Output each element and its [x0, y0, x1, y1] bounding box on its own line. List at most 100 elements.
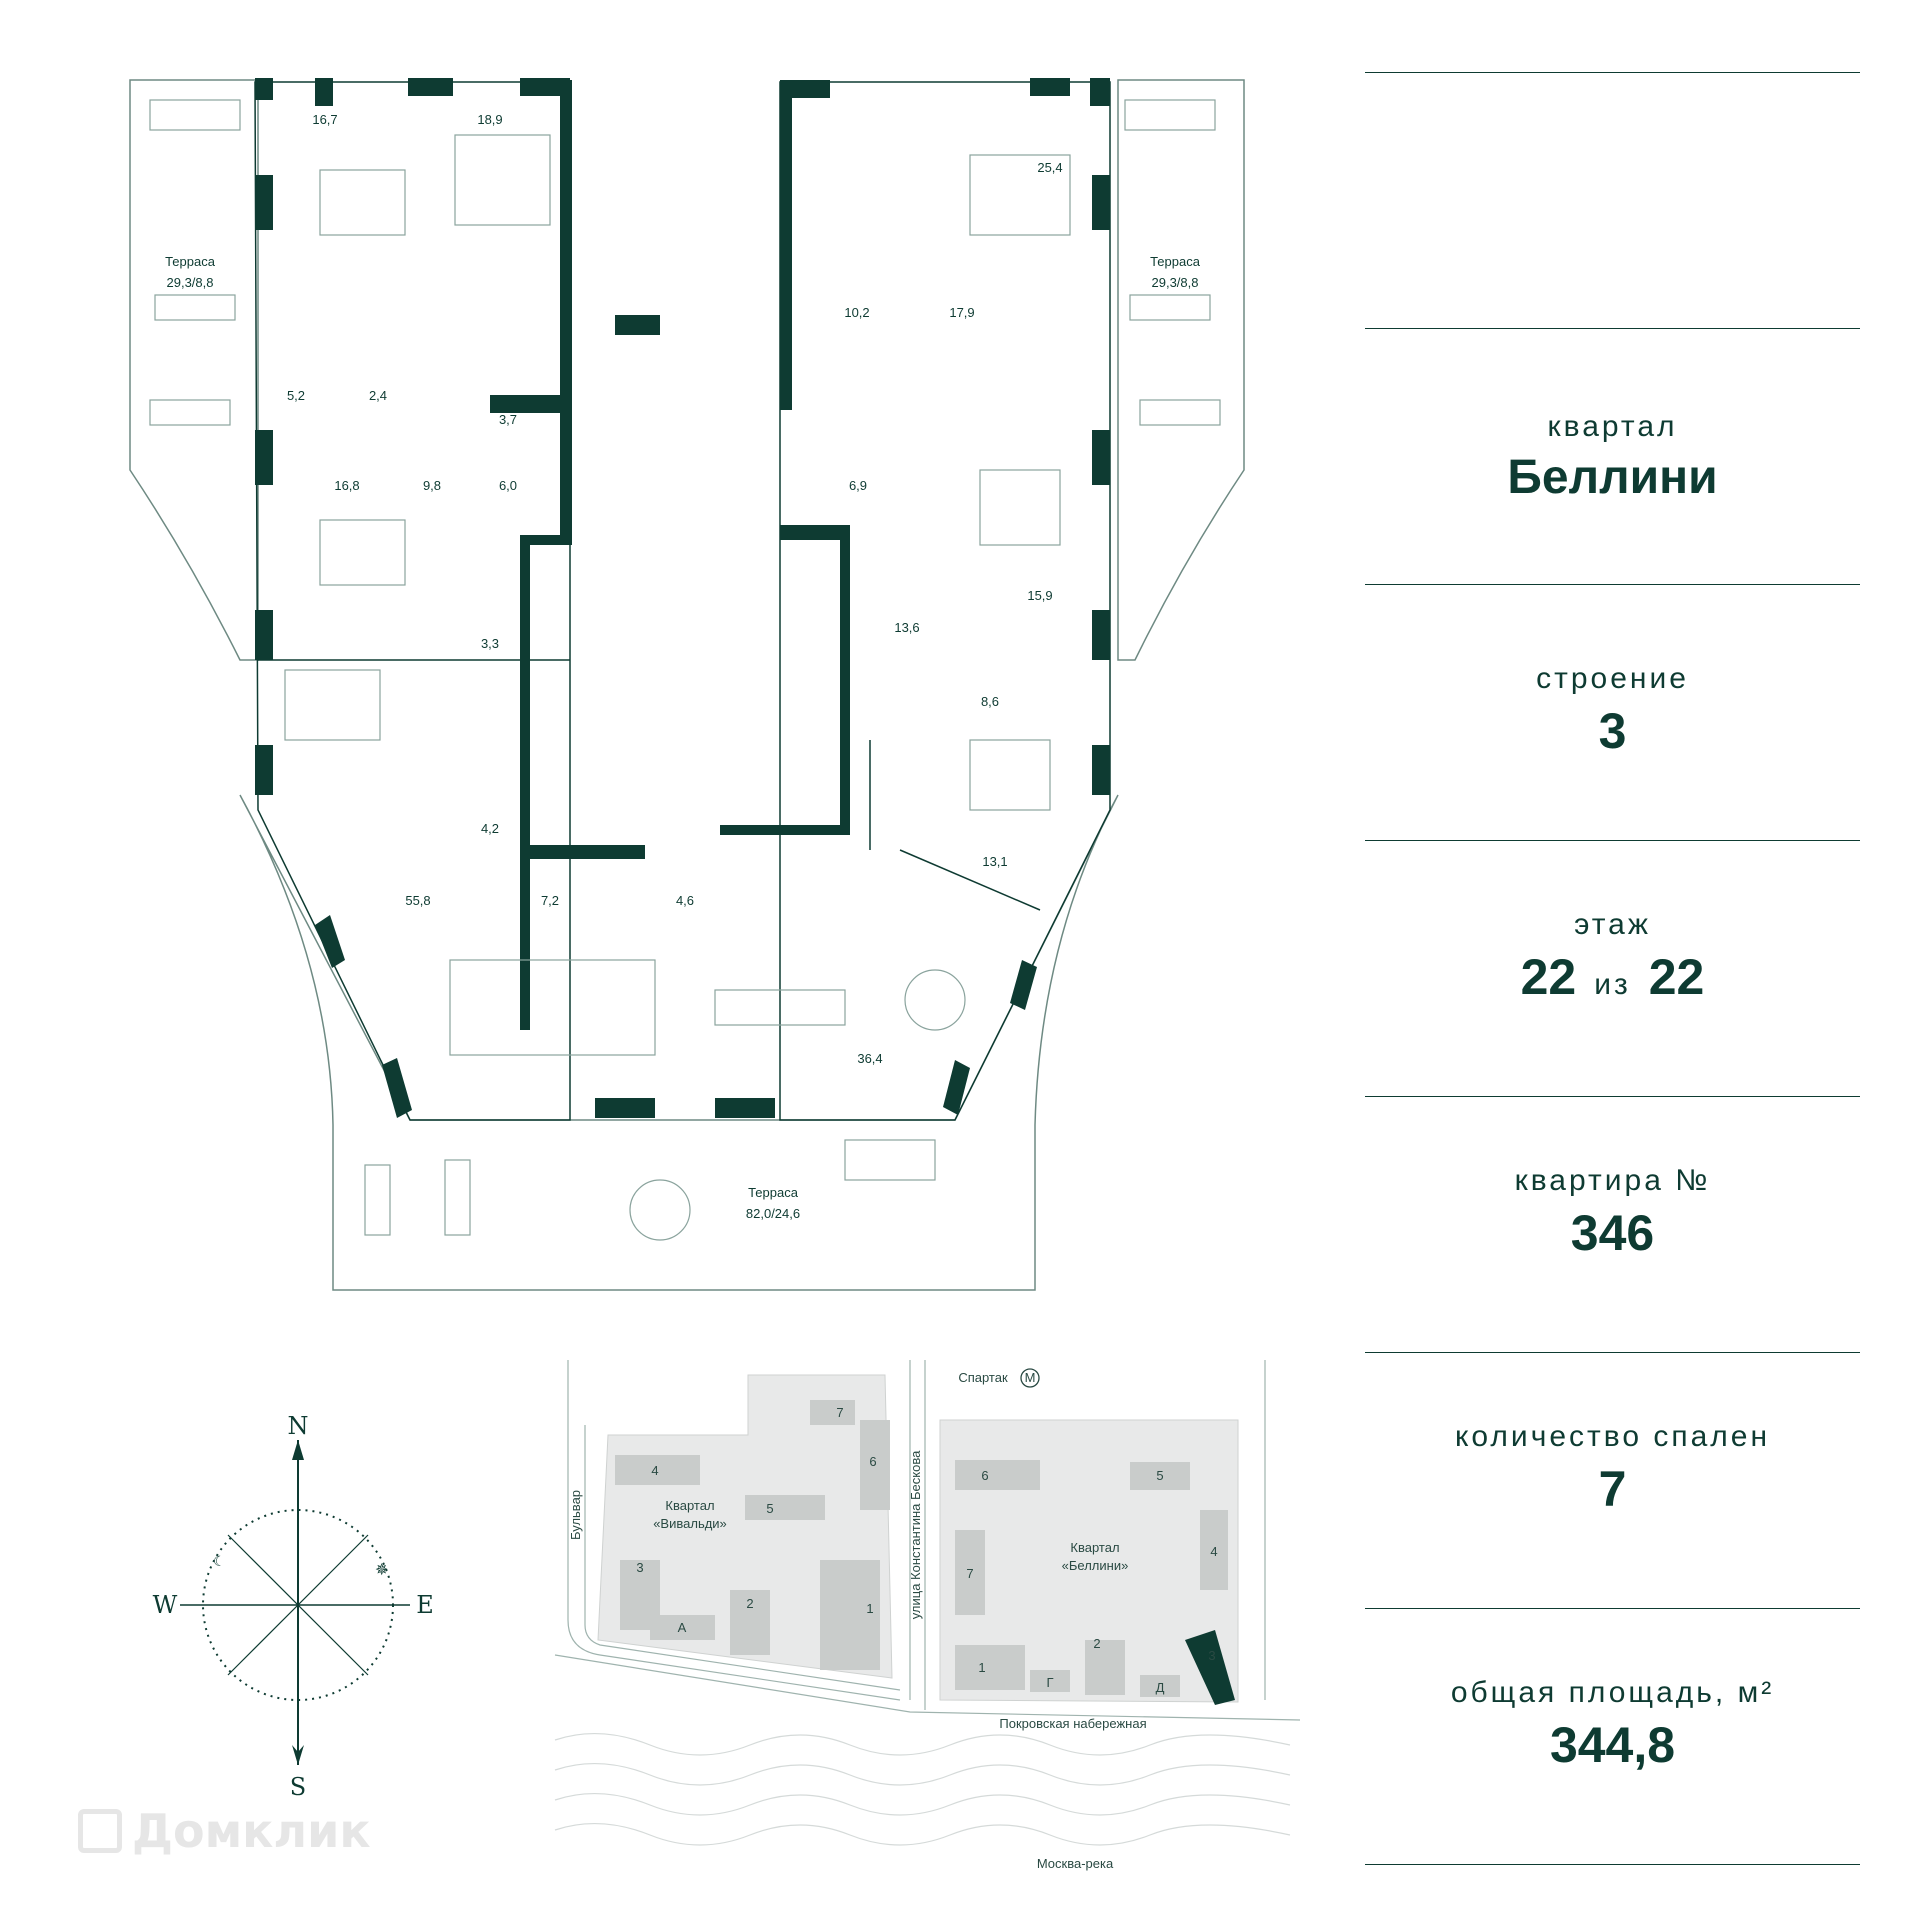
site-map: 7 6 4 5 3 2 1 А 6 5 4 7 1 Г 2 Д 3 Кварта…	[554, 1360, 1301, 1871]
divider	[1365, 328, 1860, 329]
apartment-value: 346	[1570, 1205, 1655, 1261]
room-area: 55,8	[405, 893, 430, 908]
svg-text:Г: Г	[1046, 1675, 1053, 1690]
floor-total: 22	[1648, 949, 1705, 1005]
floor-label: этаж	[1574, 908, 1651, 941]
compass-north: N	[288, 1412, 309, 1440]
thick-walls	[255, 78, 1110, 1118]
total-area-info: общая площадь, м² 344,8	[1365, 1676, 1860, 1774]
terrace-area: 29,3/8,8	[167, 275, 214, 290]
divider	[1365, 840, 1860, 841]
room-area: 3,3	[481, 636, 499, 651]
room-areas: 16,7 18,9 25,4 10,2 17,9 5,2 2,4 3,7 6,0…	[287, 112, 1063, 1066]
room-area: 4,2	[481, 821, 499, 836]
terrace-name: Терраса	[1150, 254, 1201, 269]
room-area: 2,4	[369, 388, 387, 403]
compass-east: E	[416, 1591, 434, 1619]
room-area: 17,9	[949, 305, 974, 320]
room-area: 9,8	[423, 478, 441, 493]
divider	[1365, 72, 1860, 73]
terrace-name: Терраса	[165, 254, 216, 269]
apartment-label: квартира №	[1514, 1164, 1711, 1197]
room-area: 4,6	[676, 893, 694, 908]
quarter-bellini-name: «Беллини»	[1062, 1558, 1129, 1573]
terrace-name: Терраса	[748, 1185, 799, 1200]
room-area: 16,8	[334, 478, 359, 493]
sun-icon: ✵	[375, 1562, 388, 1579]
boulevard-label: Бульвар	[568, 1490, 583, 1540]
quarter-vivaldi-label: Квартал	[665, 1498, 714, 1513]
divider	[1365, 1608, 1860, 1609]
metro-icon	[1020, 1368, 1040, 1388]
floor-info: этаж 22 из 22	[1365, 908, 1860, 1006]
furniture	[149, 99, 1221, 1241]
floor-separator: из	[1594, 968, 1631, 1001]
svg-text:6: 6	[981, 1468, 988, 1483]
svg-text:4: 4	[651, 1463, 658, 1478]
apartment-info-panel: квартал Беллини строение 3 этаж 22 из 22…	[1365, 72, 1860, 1867]
room-area: 8,6	[981, 694, 999, 709]
area-value: 344,8	[1549, 1717, 1676, 1773]
room-area: 6,9	[849, 478, 867, 493]
room-area: 36,4	[857, 1051, 882, 1066]
svg-text:1: 1	[978, 1660, 985, 1675]
metro-symbol: М	[1025, 1370, 1036, 1385]
svg-text:7: 7	[966, 1566, 973, 1581]
room-area: 13,1	[982, 854, 1007, 869]
divider	[1365, 1864, 1860, 1865]
svg-text:А: А	[678, 1620, 687, 1635]
room-area: 6,0	[499, 478, 517, 493]
quarter-bellini-label: Квартал	[1070, 1540, 1119, 1555]
floor-value-row: 22 из 22	[1365, 948, 1860, 1006]
room-area: 5,2	[287, 388, 305, 403]
svg-text:3: 3	[636, 1560, 643, 1575]
terrace-area: 82,0/24,6	[746, 1206, 800, 1221]
svg-text:7: 7	[836, 1405, 843, 1420]
north-arrow-icon	[292, 1440, 304, 1460]
svg-text:3: 3	[1208, 1648, 1215, 1663]
river-label: Москва-река	[1037, 1856, 1114, 1871]
street-label: улица Константина Бескова	[908, 1450, 923, 1619]
svg-text:1: 1	[866, 1601, 873, 1616]
vivaldi-building-numbers: 7 6 4 5 3 2 1 А	[636, 1405, 876, 1635]
svg-text:6: 6	[869, 1454, 876, 1469]
room-area: 25,4	[1037, 160, 1062, 175]
building-info: строение 3	[1365, 662, 1860, 760]
divider	[1365, 1096, 1860, 1097]
quarter-label: квартал	[1547, 410, 1678, 443]
building-label: строение	[1536, 662, 1689, 695]
divider	[1365, 584, 1860, 585]
compass-rose: N S W E ☾ ✵	[153, 1412, 434, 1801]
svg-text:2: 2	[1093, 1636, 1100, 1651]
terrace-area: 29,3/8,8	[1152, 275, 1199, 290]
svg-text:5: 5	[766, 1501, 773, 1516]
svg-text:2: 2	[746, 1596, 753, 1611]
room-area: 15,9	[1027, 588, 1052, 603]
watermark-text: Домклик	[132, 1804, 371, 1858]
domclick-watermark: Домклик	[78, 1804, 371, 1858]
room-area: 3,7	[499, 412, 517, 427]
room-area: 16,7	[312, 112, 337, 127]
house-icon	[78, 1809, 122, 1853]
building-value: 3	[1598, 703, 1627, 759]
area-label: общая площадь, м²	[1450, 1676, 1775, 1709]
room-area: 18,9	[477, 112, 502, 127]
svg-text:4: 4	[1210, 1544, 1217, 1559]
quarter-value: Беллини	[1507, 451, 1718, 504]
room-area: 13,6	[894, 620, 919, 635]
divider	[1365, 1352, 1860, 1353]
highlighted-building	[1185, 1630, 1235, 1705]
svg-text:5: 5	[1156, 1468, 1163, 1483]
quarter-vivaldi-name: «Вивальди»	[653, 1516, 727, 1531]
quarter-info: квартал Беллини	[1365, 410, 1860, 505]
moon-icon: ☾	[213, 1553, 226, 1569]
room-area: 7,2	[541, 893, 559, 908]
terrace-outlines	[129, 79, 1245, 1291]
bedrooms-label: количество спален	[1454, 1420, 1771, 1453]
bellini-building-numbers: 6 5 4 7 1 Г 2 Д 3	[966, 1468, 1217, 1695]
south-tail-icon	[292, 1745, 304, 1765]
compass-west: W	[153, 1591, 178, 1619]
metro-station-label: Спартак	[958, 1370, 1008, 1385]
svg-text:Д: Д	[1156, 1680, 1165, 1695]
bedrooms-info: количество спален 7	[1365, 1420, 1860, 1518]
